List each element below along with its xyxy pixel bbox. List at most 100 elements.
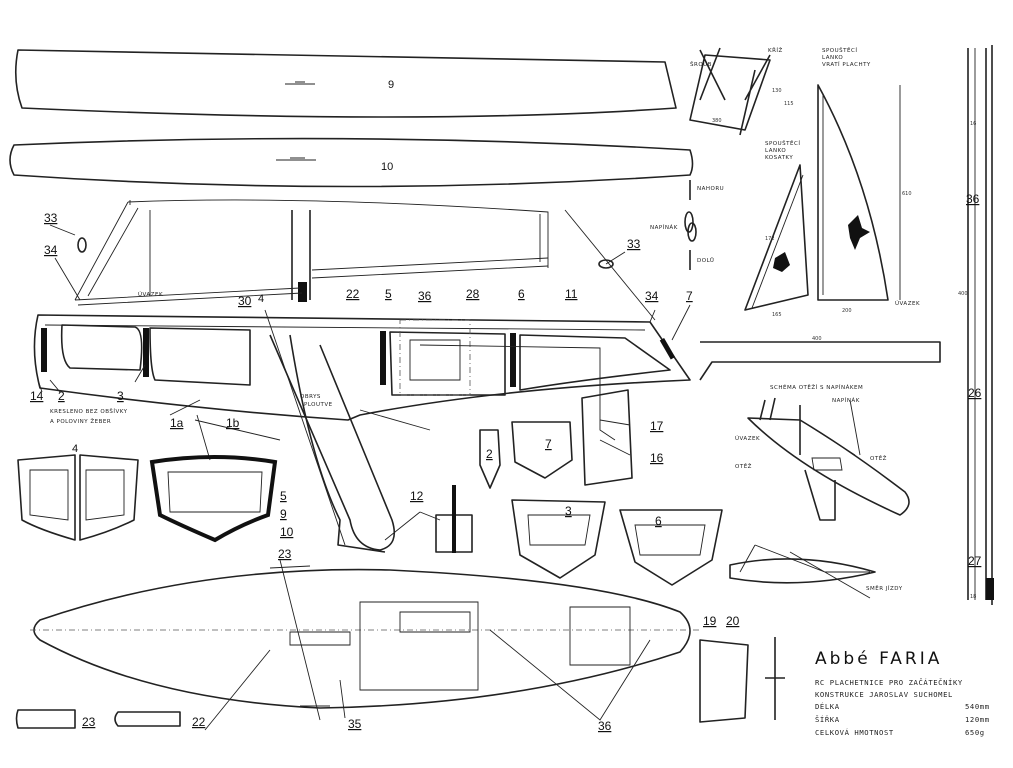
part-3b-label: 3	[565, 504, 572, 518]
part-2-label: 2	[58, 389, 65, 403]
part-34b-label: 34	[645, 289, 659, 303]
part-1a-label: 1a	[170, 416, 184, 430]
part-22b-label: 22	[192, 715, 206, 729]
side-view-rig: ÚVAZEK	[74, 199, 656, 321]
spec-value-length: 540mm	[965, 702, 990, 711]
part-23b-label: 23	[82, 715, 96, 729]
part-14-label: 14	[30, 389, 44, 403]
boom-drawing	[699, 341, 941, 381]
part-34-label: 34	[44, 243, 58, 257]
mast-drawing: 16 400 18	[958, 45, 994, 605]
part-5b-label: 5	[280, 489, 287, 503]
bulkhead-6	[619, 509, 723, 586]
part-23-label: 23	[278, 547, 292, 561]
smer-label: SMĚR JÍZDY	[866, 584, 903, 592]
part-16-label: 16	[650, 451, 664, 465]
spec-label-width: ŠÍŘKA	[815, 715, 840, 724]
napinak-label: NAPÍNÁK	[650, 224, 678, 231]
spec-value-width: 120mm	[965, 715, 990, 724]
part-9b-label: 9	[280, 507, 287, 521]
part-19-label: 19	[703, 614, 717, 628]
part-4-label: 4	[258, 293, 264, 305]
part-12-label: 12	[410, 489, 424, 503]
dim-380: 380	[712, 118, 722, 124]
deck-leaders	[204, 559, 651, 731]
deck-plan	[30, 565, 700, 709]
kresleno-label-2: A POLOVINY ŽEBER	[50, 417, 111, 425]
part-26-label: 26	[968, 386, 982, 400]
subtitle-line: RC PLACHETNICE PRO ZAČÁTEČNÍKY	[815, 678, 963, 687]
sails-drawing: 200 610 172 165 SPOUŠTĚCÍ LANKO VRATÍ PL…	[744, 46, 920, 318]
part-28-label: 28	[466, 287, 480, 301]
part-35-label: 35	[348, 717, 362, 731]
kresleno-label-1: KRESLENO BEZ OBŠÍVKY	[50, 408, 128, 415]
spoust2-label-b: LANKO	[765, 148, 786, 154]
dim-16: 16	[970, 121, 976, 127]
kriz-label: KŘÍŽ	[768, 46, 783, 54]
spoust1-label-a: SPOUŠTĚCÍ	[822, 46, 857, 54]
dim-165: 165	[772, 312, 782, 318]
part-11-label: 11	[565, 287, 578, 301]
part-20-label: 20	[726, 614, 740, 628]
part-20-piece	[765, 637, 785, 720]
part-6-label: 6	[518, 287, 525, 301]
part-10-outline	[9, 137, 694, 188]
dim-18: 18	[970, 594, 976, 600]
part-1b-label: 1b	[226, 416, 240, 430]
title-block: Abbé FARIA RC PLACHETNICE PRO ZAČÁTEČNÍK…	[815, 649, 990, 737]
part-23-piece	[15, 709, 76, 729]
tensioner-detail: NAHORU NAPÍNÁK DOLŮ	[650, 180, 724, 270]
part-33b-label: 33	[627, 237, 641, 251]
spec-value-weight: 650g	[965, 728, 985, 737]
part-22-label: 22	[346, 287, 360, 301]
part-7b-label: 7	[545, 437, 552, 451]
sroub-label: ŠROUB	[690, 61, 712, 68]
spec-label-weight: CELKOVÁ HMOTNOST	[815, 728, 894, 737]
spoust2-label-c: KOSATKY	[765, 155, 793, 161]
part-19-piece	[699, 639, 749, 723]
leader-lines	[37, 224, 691, 541]
part-4b-label: 4	[72, 443, 78, 455]
ring-33-left	[77, 237, 87, 253]
otez-label-2: OTĚŽ	[870, 454, 887, 462]
sheet-schema: SCHÉMA OTĚŽÍ S NAPÍNÁKEM NAPÍNÁK ÚVAZEK …	[735, 383, 910, 521]
part-12-piece	[435, 514, 473, 553]
otez-label-1: OTĚŽ	[735, 462, 752, 470]
schema-label: SCHÉMA OTĚŽÍ S NAPÍNÁKEM	[770, 383, 863, 391]
part-7-piece	[511, 421, 573, 479]
top-view-sailing: SMĚR JÍZDY	[729, 544, 903, 599]
part-9-outline	[14, 49, 677, 118]
part-10-mark	[276, 157, 316, 161]
bulkhead-4	[17, 454, 139, 541]
spoust1-label-c: VRATÍ PLACHTY	[822, 61, 871, 68]
part-7-label: 7	[686, 289, 693, 303]
dim-115: 115	[784, 101, 794, 107]
spec-label-length: DÉLKA	[815, 702, 840, 711]
part-33-label: 33	[44, 211, 58, 225]
part-30-label: 30	[238, 294, 252, 308]
part-2b-label: 2	[486, 447, 493, 461]
dolu-label: DOLŮ	[697, 257, 714, 264]
uvazek-label-3: ÚVAZEK	[735, 435, 760, 442]
part-36-label: 36	[418, 289, 432, 303]
part-17-label: 17	[650, 419, 664, 433]
dim-200: 200	[842, 308, 852, 314]
dim-400-mast: 400	[958, 291, 968, 297]
dim-172: 172	[765, 236, 775, 242]
stand-drawing: ŠROUB KŘÍŽ 380 130 115	[689, 46, 794, 136]
part-27-label: 27	[968, 554, 982, 568]
bulkhead-3	[511, 499, 606, 579]
part-9-mark	[285, 81, 315, 85]
obrys-label-1: OBRYS	[300, 394, 321, 400]
dim-400-boom: 400	[812, 336, 822, 342]
nahoru-label: NAHORU	[697, 186, 724, 192]
hull-side-view: OBRYS PLOUTVE KRESLENO BEZ OBŠÍVKY A POL…	[33, 309, 691, 553]
part-10b-label: 10	[280, 525, 294, 539]
bulkhead-frame-5-9-10	[149, 455, 278, 543]
obrys-label-2: PLOUTVE	[304, 402, 333, 408]
dim-130: 130	[772, 88, 782, 94]
author-line: KONSTRUKCE JAROSLAV SUCHOMEL	[815, 690, 953, 699]
part-9-label: 9	[388, 79, 394, 91]
ring-33-right	[598, 259, 614, 269]
